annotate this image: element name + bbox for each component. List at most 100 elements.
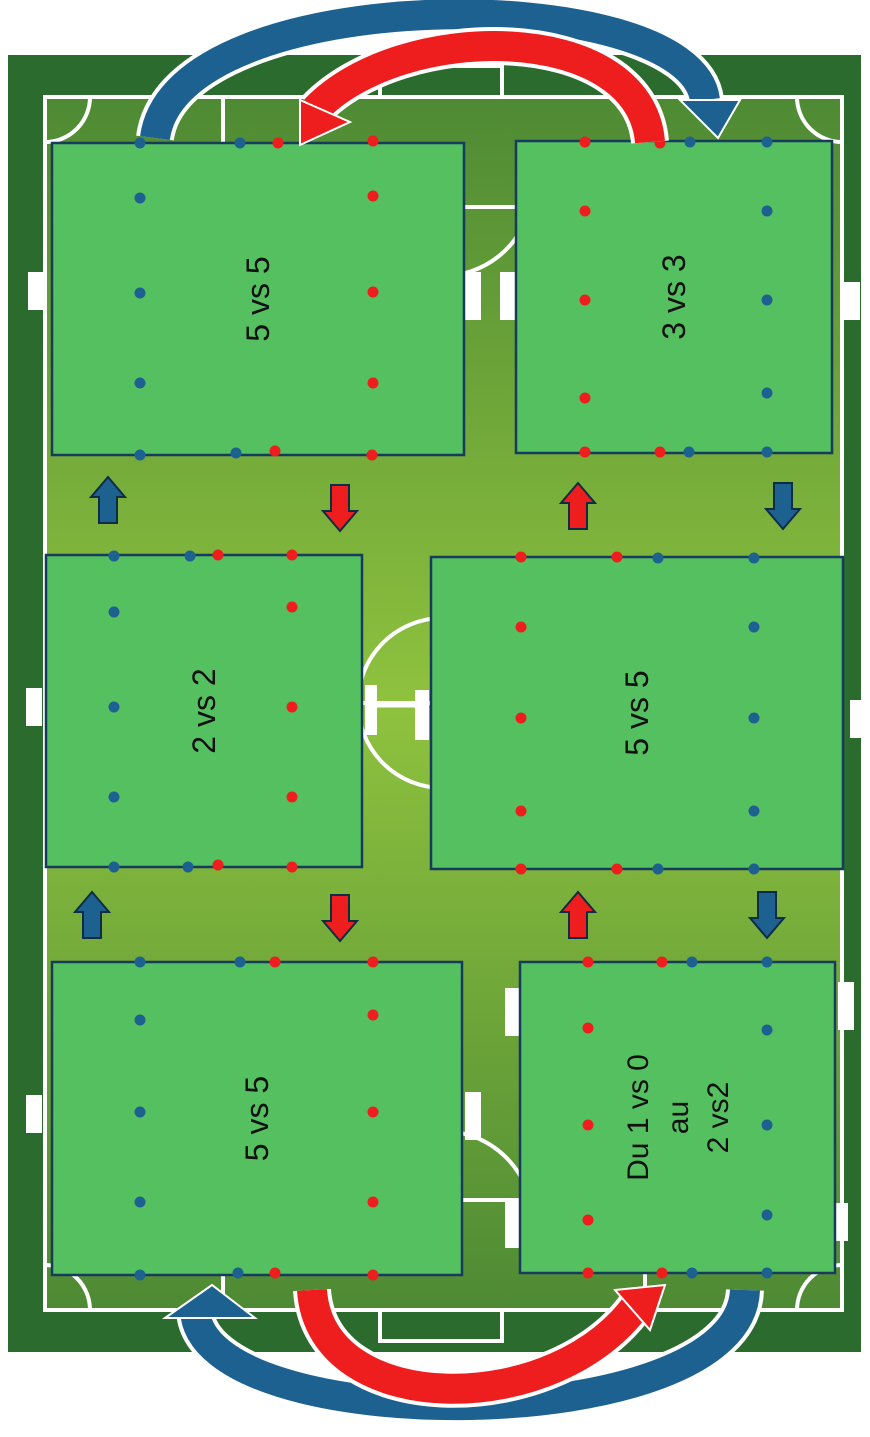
red-player-dot (612, 864, 623, 875)
red-player-dot (368, 136, 379, 147)
blue-player-dot (762, 1120, 773, 1131)
blue-player-dot (762, 295, 773, 306)
blue-player-dot (109, 551, 120, 562)
red-player-dot (516, 806, 527, 817)
blue-player-dot (235, 957, 246, 968)
blue-player-dot (687, 1268, 698, 1279)
red-player-dot (580, 295, 591, 306)
red-player-dot (368, 957, 379, 968)
blue-player-dot (762, 1025, 773, 1036)
zone-label-line: 2 vs2 (702, 1082, 735, 1154)
blue-player-dot (135, 288, 146, 299)
blue-player-dot (109, 607, 120, 618)
blue-player-dot (135, 378, 146, 389)
zone-label-line: 5 vs 5 (240, 256, 276, 341)
red-player-dot (583, 1268, 594, 1279)
zone-label: 3 vs 3 (656, 254, 692, 339)
zone-label-line: 5 vs 5 (239, 1076, 275, 1161)
red-player-dot (213, 550, 224, 561)
red-player-dot (368, 1270, 379, 1281)
zone-bottom-left: 5 vs 5 (52, 957, 462, 1281)
blue-player-dot (749, 864, 760, 875)
blue-player-dot (235, 138, 246, 149)
zone-top-left: 5 vs 5 (52, 136, 464, 461)
red-player-dot (368, 287, 379, 298)
blue-player-dot (183, 862, 194, 873)
red-player-dot (655, 447, 666, 458)
blue-player-dot (749, 806, 760, 817)
blue-player-dot (135, 1107, 146, 1118)
red-player-dot (273, 138, 284, 149)
red-player-dot (657, 1268, 668, 1279)
red-player-dot (516, 713, 527, 724)
red-player-dot (580, 393, 591, 404)
red-player-dot (580, 206, 591, 217)
zone-label-line: Du 1 vs 0 (622, 1054, 655, 1181)
red-player-dot (516, 864, 527, 875)
blue-player-dot (135, 450, 146, 461)
blue-player-dot (749, 713, 760, 724)
red-player-dot (367, 450, 378, 461)
red-player-dot (287, 862, 298, 873)
blue-player-dot (135, 957, 146, 968)
zone-label-line: 5 vs 5 (619, 670, 655, 755)
red-player-dot (516, 622, 527, 633)
red-player-dot (368, 1197, 379, 1208)
red-player-dot (657, 957, 668, 968)
zone-mid-right: 5 vs 5 (431, 552, 843, 875)
blue-player-dot (109, 862, 120, 873)
red-player-dot (583, 1215, 594, 1226)
zone-mid-left: 2 vs 2 (46, 550, 362, 873)
red-player-dot (368, 378, 379, 389)
blue-player-dot (109, 702, 120, 713)
blue-player-dot (231, 448, 242, 459)
red-player-dot (270, 1268, 281, 1279)
red-player-dot (368, 191, 379, 202)
red-player-dot (368, 1010, 379, 1021)
zone-label-line: 2 vs 2 (186, 668, 222, 753)
blue-player-dot (135, 1197, 146, 1208)
red-player-dot (213, 860, 224, 871)
blue-player-dot (135, 138, 146, 149)
zone-label: 5 vs 5 (619, 670, 655, 755)
blue-player-dot (135, 1015, 146, 1026)
blue-player-dot (762, 1210, 773, 1221)
red-player-dot (583, 957, 594, 968)
blue-player-dot (749, 622, 760, 633)
blue-player-dot (685, 137, 696, 148)
red-player-dot (583, 1120, 594, 1131)
zone-label-line: 3 vs 3 (656, 254, 692, 339)
red-player-dot (583, 1023, 594, 1034)
blue-player-dot (762, 1268, 773, 1279)
blue-player-dot (653, 553, 664, 564)
red-player-dot (287, 792, 298, 803)
blue-player-dot (135, 1270, 146, 1281)
zone-top-right: 3 vs 3 (516, 137, 832, 458)
blue-player-dot (687, 957, 698, 968)
blue-player-dot (185, 551, 196, 562)
blue-player-dot (749, 553, 760, 564)
zone-label: 2 vs 2 (186, 668, 222, 753)
red-player-dot (270, 957, 281, 968)
red-player-dot (270, 446, 281, 457)
red-player-dot (287, 550, 298, 561)
blue-player-dot (762, 388, 773, 399)
blue-player-dot (653, 864, 664, 875)
blue-player-dot (762, 137, 773, 148)
red-player-dot (612, 552, 623, 563)
blue-player-dot (762, 447, 773, 458)
blue-player-dot (233, 1268, 244, 1279)
red-player-dot (287, 702, 298, 713)
red-player-dot (368, 1107, 379, 1118)
blue-player-dot (109, 792, 120, 803)
blue-player-dot (762, 206, 773, 217)
blue-player-dot (135, 193, 146, 204)
red-player-dot (516, 552, 527, 563)
zone-label: 5 vs 5 (240, 256, 276, 341)
red-player-dot (580, 137, 591, 148)
red-player-dot (580, 447, 591, 458)
blue-player-dot (762, 957, 773, 968)
